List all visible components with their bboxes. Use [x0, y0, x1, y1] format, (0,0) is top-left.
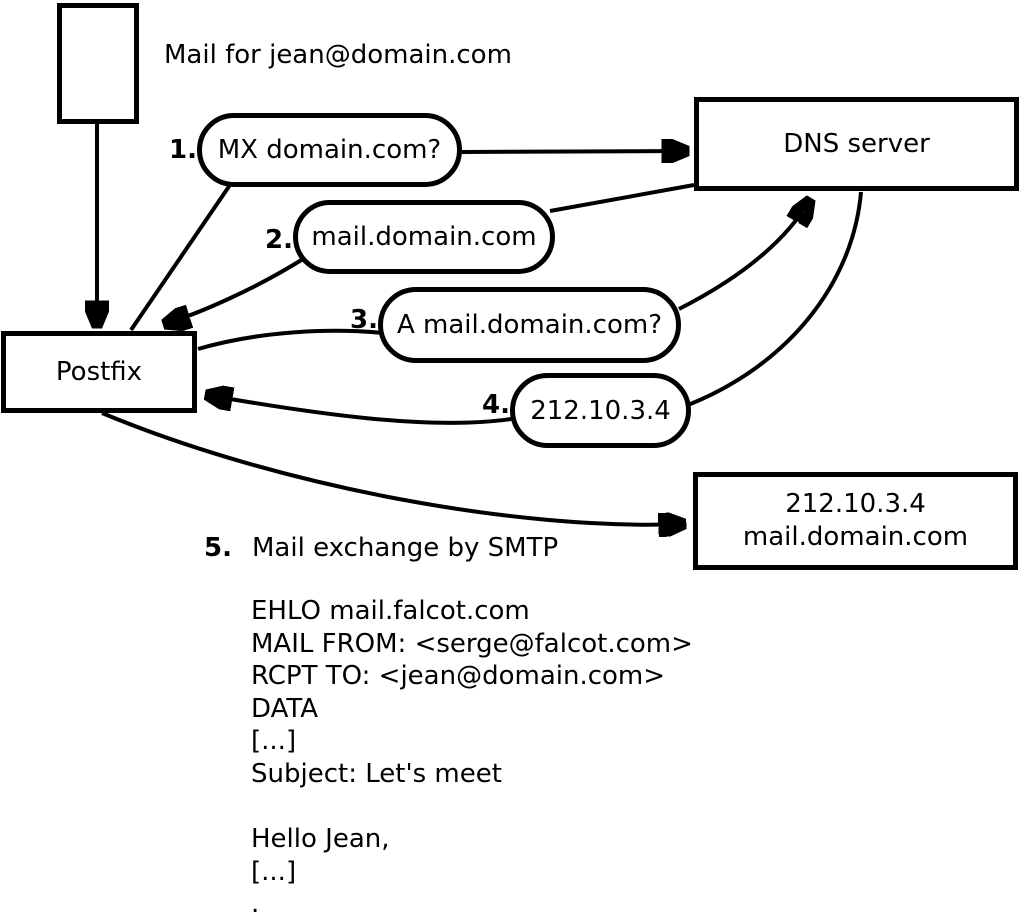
mail-server-ip: 212.10.3.4: [785, 489, 926, 519]
line-postfix-to-a-query: [197, 328, 384, 351]
step-5-label: Mail exchange by SMTP: [252, 533, 559, 563]
step-5-number: 5.: [204, 533, 232, 563]
smtp-line: RCPT TO: <jean@domain.com>: [251, 661, 666, 692]
arrow-a-query-to-dns: [678, 200, 810, 311]
postfix-node: Postfix: [1, 331, 197, 413]
line-dns-to-a-answer: [687, 191, 863, 407]
smtp-line: Subject: Let's meet: [251, 758, 502, 789]
smtp-line: DATA: [251, 693, 318, 724]
step-4-number: 4.: [482, 390, 510, 420]
smtp-line: .: [251, 889, 260, 919]
step-1-number: 1.: [169, 135, 197, 165]
arrow-smtp-exchange-to-mailserver: [101, 411, 684, 525]
mail-server-node: 212.10.3.4 mail.domain.com: [693, 472, 1018, 570]
smtp-line: EHLO mail.falcot.com: [251, 596, 530, 626]
diagram-title: Mail for jean@domain.com: [164, 40, 512, 70]
step-2-number: 2.: [265, 225, 293, 255]
smtp-session-transcript: EHLO mail.falcot.com MAIL FROM: <serge@f…: [251, 595, 693, 919]
smtp-line: [...]: [251, 856, 297, 887]
smtp-line: Hello Jean,: [251, 824, 390, 855]
mail-server-hostname: mail.domain.com: [742, 522, 969, 552]
step-3-number: 3.: [350, 305, 378, 335]
arrow-mx-answer-to-postfix: [165, 257, 305, 324]
smtp-line: MAIL FROM: <serge@falcot.com>: [251, 628, 693, 659]
smtp-line-blank: [251, 791, 693, 824]
step-2-mx-answer-pill: mail.domain.com: [293, 200, 555, 274]
mail-message-node: [57, 3, 139, 124]
step-3-a-query-pill: A mail.domain.com?: [378, 287, 681, 363]
step-1-mx-query-pill: MX domain.com?: [197, 113, 462, 187]
step-4-a-answer-pill: 212.10.3.4: [510, 373, 691, 448]
arrow-mx-query-to-dns: [461, 151, 687, 152]
line-dns-to-mx-answer: [549, 183, 695, 213]
dns-server-node: DNS server: [694, 97, 1019, 191]
arrow-a-answer-to-postfix: [207, 395, 512, 425]
line-postfix-to-mx-query: [129, 180, 234, 332]
smtp-line: [...]: [251, 726, 297, 757]
